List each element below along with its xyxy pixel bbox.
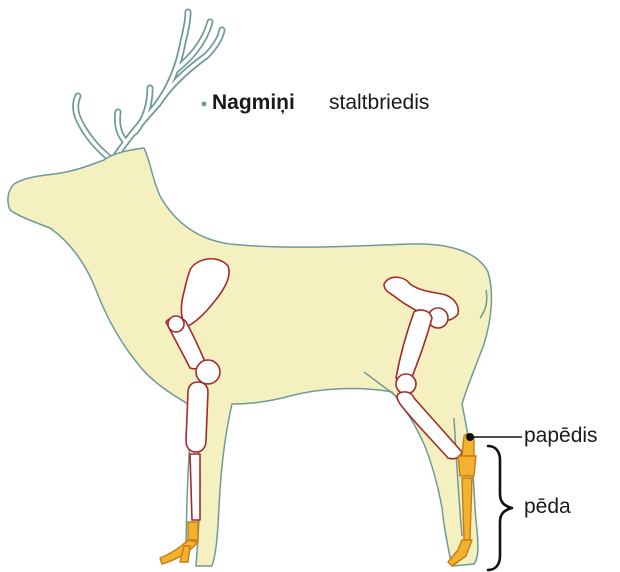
foot-label: pēda (524, 495, 571, 519)
heel-label: papēdis (524, 424, 598, 448)
species-label: staltbriedis (329, 91, 429, 115)
front-foot-bones (160, 522, 198, 564)
genus-label: Nagmiņi (212, 91, 295, 115)
label-bullet-icon (202, 102, 207, 107)
foot-bracket (488, 446, 512, 570)
